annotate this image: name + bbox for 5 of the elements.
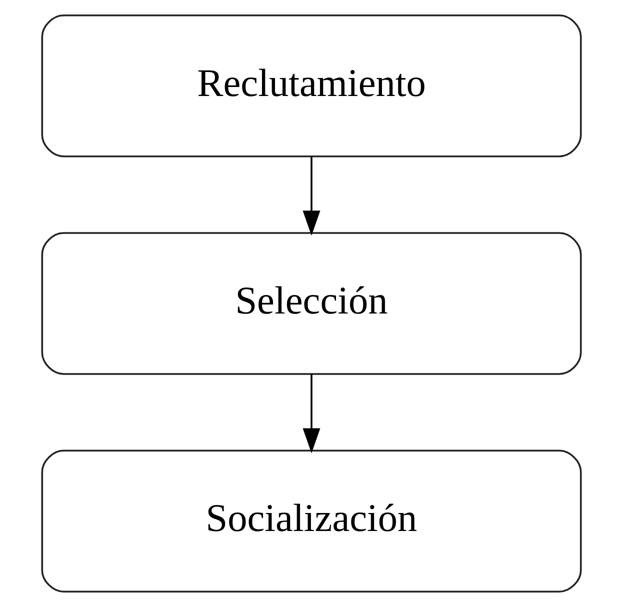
node-box: Socialización (40, 450, 582, 592)
node-box: Reclutamiento (40, 14, 582, 158)
arrow (302, 156, 320, 236)
node-box: Selección (40, 232, 582, 375)
arrow (302, 374, 320, 454)
